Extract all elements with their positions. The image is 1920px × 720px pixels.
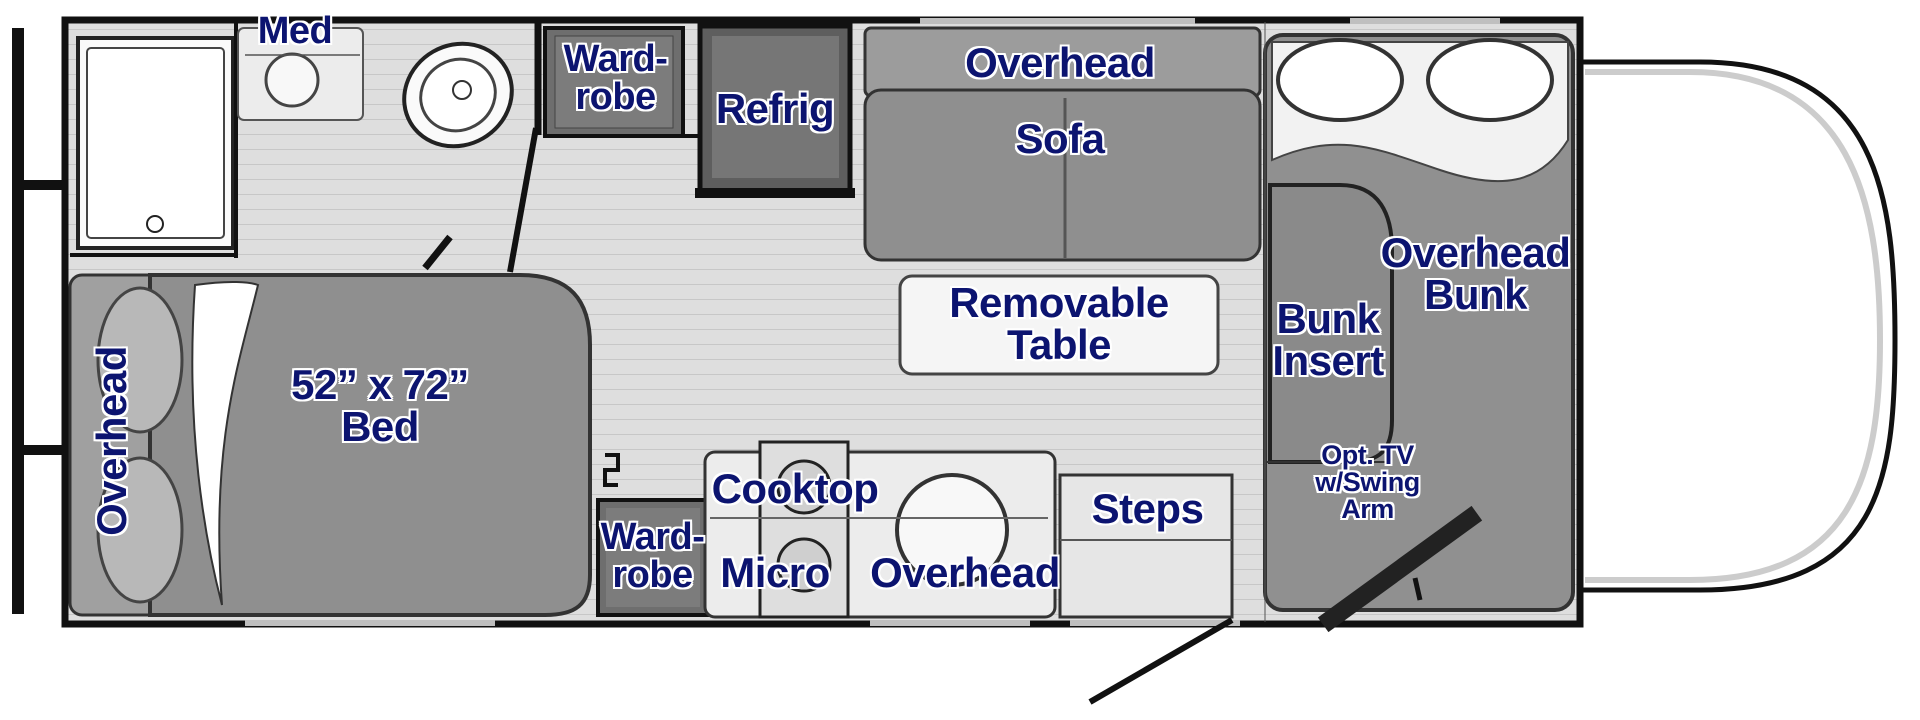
bunk-insert: [1268, 183, 1394, 464]
label-removable-table: Removable Table: [949, 279, 1169, 368]
label-overhead-bottom: Overhead: [870, 549, 1060, 596]
cab-seat-left: [1276, 38, 1404, 122]
label-micro: Micro: [720, 549, 830, 596]
label-overhead-left: Overhead: [88, 346, 135, 536]
label-overhead-bunk: Overhead Bunk: [1380, 229, 1571, 318]
bed: [148, 273, 592, 617]
vanity-sink: [264, 52, 320, 108]
pillow-bottom: [96, 456, 184, 604]
pillow-top: [96, 286, 184, 434]
cab-nose: [1577, 59, 1898, 593]
label-bed: 52” x 72” Bed: [291, 361, 469, 450]
label-cooktop: Cooktop: [711, 465, 879, 512]
entry-door: [1088, 617, 1234, 705]
bed-door: [422, 234, 453, 271]
steps: [1058, 473, 1234, 619]
outer-wall: [61, 16, 1584, 628]
label-sofa: Sofa: [1015, 115, 1105, 162]
label-steps: Steps: [1091, 485, 1204, 532]
label-med: Med: [257, 10, 333, 52]
label-tv: Opt. TV w/Swing Arm: [1315, 440, 1420, 524]
cab-seat-right: [1426, 38, 1554, 122]
rear-bumper: [12, 28, 24, 614]
label-bunk-insert: Bunk Insert: [1272, 295, 1384, 384]
bath-door: [507, 127, 539, 273]
label-overhead-top: Overhead: [965, 39, 1155, 86]
sofa: [863, 88, 1262, 262]
label-refrig: Refrig: [715, 85, 835, 132]
label-wardrobe-top: Ward- robe: [563, 38, 668, 118]
galley-sink: [895, 473, 1009, 587]
label-wardrobe-bottom: Ward- robe: [600, 516, 705, 596]
tv: [1317, 505, 1483, 633]
removable-table: [898, 274, 1220, 376]
